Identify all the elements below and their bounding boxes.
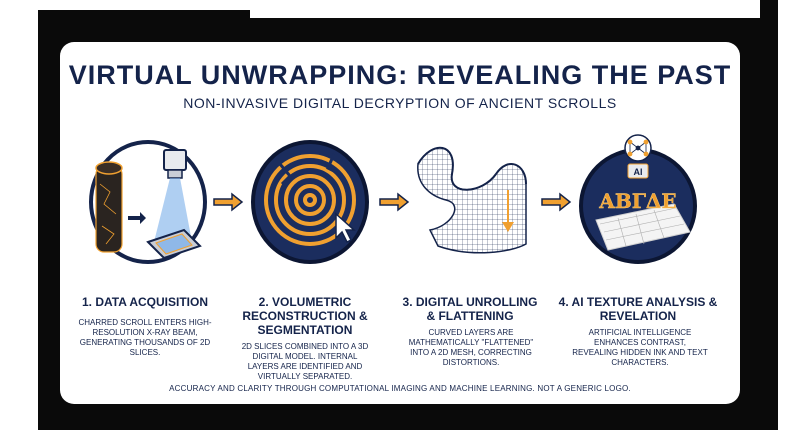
step-4-description: ARTIFICIAL INTELLIGENCE ENHANCES CONTRAS… bbox=[572, 328, 708, 367]
right-arrow-icon bbox=[128, 212, 146, 224]
xray-camera-icon bbox=[163, 149, 187, 179]
stage-digital-unrolling-illustration bbox=[412, 134, 532, 264]
stage-ai-texture-analysis-illustration: AI ΑΒΓΔΕ bbox=[578, 134, 698, 264]
right-arrow-icon bbox=[379, 192, 410, 212]
spiral-slice-icon bbox=[264, 154, 356, 246]
detector-plate-icon bbox=[146, 228, 202, 260]
scroll-icon bbox=[95, 161, 123, 253]
step-1-description: CHARRED SCROLL ENTERS HIGH-RESOLUTION X-… bbox=[78, 318, 212, 357]
infographic-card: VIRTUAL UNWRAPPING: REVEALING THE PAST N… bbox=[60, 42, 740, 404]
page-subtitle: NON-INVASIVE DIGITAL DECRYPTION OF ANCIE… bbox=[183, 95, 617, 111]
background-frame-notch bbox=[760, 0, 778, 70]
page-title: VIRTUAL UNWRAPPING: REVEALING THE PAST bbox=[68, 60, 732, 90]
step-1-title: 1. DATA ACQUISITION bbox=[82, 295, 208, 309]
stage-volumetric-reconstruction-illustration bbox=[250, 134, 370, 264]
right-arrow-icon bbox=[213, 192, 244, 212]
cursor-icon bbox=[335, 212, 356, 244]
right-arrow-icon bbox=[541, 192, 572, 212]
step-3-description: CURVED LAYERS ARE MATHEMATICALLY "FLATTE… bbox=[408, 328, 534, 367]
footer-caption: ACCURACY AND CLARITY THROUGH COMPUTATION… bbox=[169, 384, 631, 393]
step-2-description: 2D SLICES COMBINED INTO A 3D DIGITAL MOD… bbox=[241, 342, 369, 381]
mesh-sheet-icon bbox=[417, 146, 527, 254]
step-3-title: 3. DIGITAL UNROLLING & FLATTENING bbox=[402, 295, 538, 323]
step-4-title: 4. AI TEXTURE ANALYSIS & REVELATION bbox=[558, 295, 718, 323]
glyph-text: ΑΒΓΔΕ bbox=[598, 189, 676, 213]
step-2-title: 2. VOLUMETRIC RECONSTRUCTION & SEGMENTAT… bbox=[242, 295, 368, 337]
ai-badge: AI bbox=[634, 167, 643, 177]
neural-network-icon bbox=[624, 134, 652, 162]
glowing-letters-icon: ΑΒΓΔΕ bbox=[598, 189, 677, 213]
stage-data-acquisition-illustration bbox=[88, 134, 208, 264]
